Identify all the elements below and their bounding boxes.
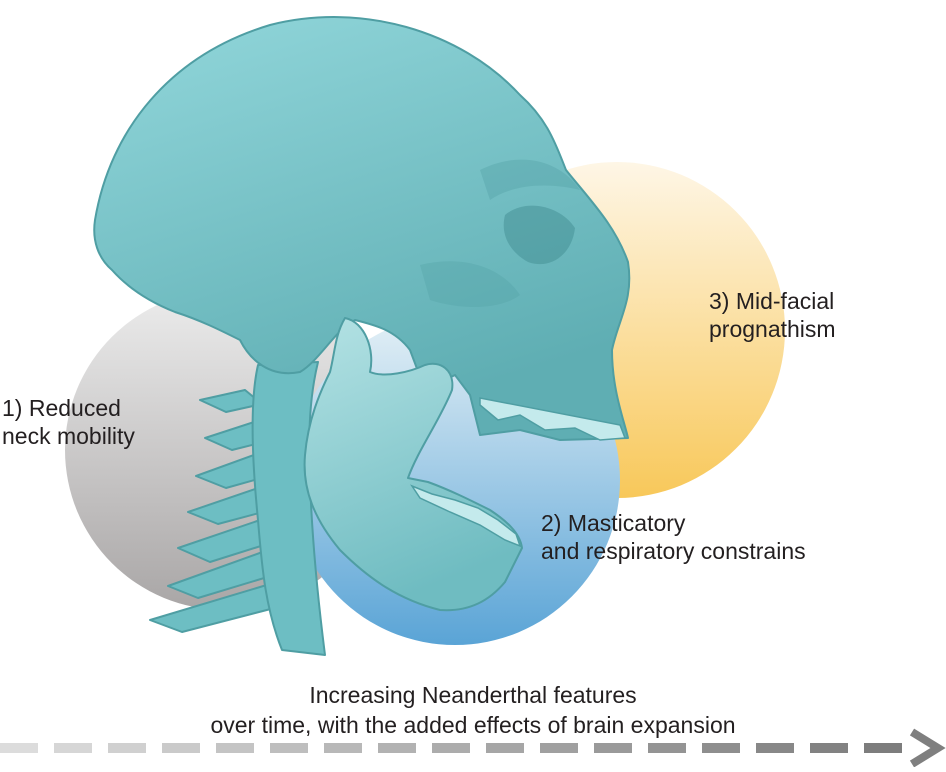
arrow-dash <box>810 743 848 753</box>
arrow-dash <box>216 743 254 753</box>
arrow-dash <box>864 743 902 753</box>
arrow-dash <box>540 743 578 753</box>
midfacial-label: 3) Mid-facial prognathism <box>709 287 836 343</box>
masticatory-label: 2) Masticatory and respiratory constrain… <box>541 509 806 565</box>
caption-line-1: Increasing Neanderthal features <box>0 680 946 710</box>
arrow-dash <box>162 743 200 753</box>
midfacial-line-2: prognathism <box>709 315 836 343</box>
neck-mobility-line-2: neck mobility <box>2 422 135 450</box>
caption-line-2: over time, with the added effects of bra… <box>0 710 946 740</box>
arrow-dash <box>486 743 524 753</box>
arrow-dash <box>432 743 470 753</box>
neck-mobility-line-1: 1) Reduced <box>2 394 135 422</box>
masticatory-line-2: and respiratory constrains <box>541 537 806 565</box>
arrow-dash <box>648 743 686 753</box>
arrow-dash <box>702 743 740 753</box>
midfacial-line-1: 3) Mid-facial <box>709 287 836 315</box>
arrow-dash <box>270 743 308 753</box>
arrow-dash <box>756 743 794 753</box>
arrow-dash <box>0 743 38 753</box>
arrow-dash <box>594 743 632 753</box>
arrow-dash <box>378 743 416 753</box>
arrow-dash <box>324 743 362 753</box>
neck-mobility-label: 1) Reduced neck mobility <box>2 394 135 450</box>
arrow-dash <box>108 743 146 753</box>
arrow-dash <box>54 743 92 753</box>
masticatory-line-1: 2) Masticatory <box>541 509 806 537</box>
timeline-caption: Increasing Neanderthal features over tim… <box>0 680 946 740</box>
